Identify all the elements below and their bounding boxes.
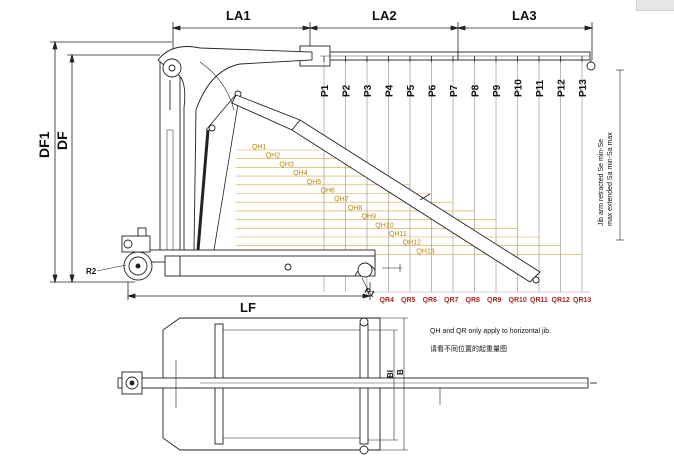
lf-dimension-line (126, 282, 372, 300)
position-label: P12 (557, 79, 568, 97)
position-label: P7 (449, 84, 460, 97)
reach-label: QR6 (423, 297, 438, 304)
position-label: P9 (492, 84, 503, 97)
height-labels: QH1QH2QH3QH4QH5QH6QH7QH8QH9QH10QH11QH12Q… (252, 144, 435, 255)
jib-note-line1: Jib arm retracted Se min-Se (598, 139, 605, 226)
crane-top-view (117, 317, 597, 455)
height-label: QH6 (321, 188, 336, 195)
height-label: QH3 (279, 161, 294, 168)
width-dimension-lines (368, 317, 408, 451)
reach-label: QR5 (401, 297, 416, 304)
height-label: QH9 (362, 214, 377, 221)
height-label: QH8 (348, 205, 363, 212)
b-label: B (396, 369, 405, 375)
r2-label: R2 (86, 267, 97, 276)
height-label: QH2 (266, 153, 281, 160)
height-label: QH4 (293, 170, 308, 177)
height-label: QH10 (375, 222, 393, 229)
jib-range-bracket (616, 69, 624, 241)
position-label: P11 (535, 79, 546, 97)
reach-label: QR9 (487, 297, 502, 304)
position-label: P13 (578, 79, 589, 97)
top-dimension-lines (171, 22, 594, 60)
la1-label: LA1 (226, 8, 251, 23)
left-dimension-lines (50, 40, 172, 284)
height-label: QH5 (307, 179, 322, 186)
radius-callouts (96, 264, 369, 291)
position-label: P6 (428, 84, 439, 97)
height-label: QH7 (334, 196, 349, 203)
position-label: P4 (385, 84, 396, 97)
bi-label: BI (386, 370, 395, 378)
position-label: P5 (406, 84, 417, 97)
position-labels: P1 P2 P3 P4 P5 P6 P7 P8 P9 P10 P11 P12 P13 (320, 79, 589, 97)
lf-label: LF (240, 300, 256, 315)
height-label: QH1 (252, 144, 267, 151)
horizontal-jib-note: QH and QR only apply to horizontal jib. (430, 328, 551, 335)
reach-label: QR12 (552, 297, 570, 304)
position-label: P2 (342, 84, 353, 97)
jib-note-line2: max extended Sa min-Sa max (607, 132, 614, 226)
height-label: QH13 (416, 248, 434, 255)
reach-label: QR8 (466, 297, 481, 304)
crane-side-view (121, 46, 541, 284)
reach-label: QR13 (573, 297, 591, 304)
height-label: QH12 (403, 240, 421, 247)
df-label: DF (54, 131, 70, 150)
la3-label: LA3 (512, 8, 537, 23)
position-label: P3 (363, 84, 374, 97)
chinese-note: 请看不同位置的起重量图 (430, 344, 507, 353)
reach-label: QR4 (380, 297, 395, 304)
corner-tab (636, 0, 674, 11)
height-label: QH11 (389, 231, 407, 238)
reach-label: QR7 (444, 297, 459, 304)
reach-label: QR10 (509, 297, 527, 304)
position-label: P8 (471, 84, 482, 97)
df1-label: DF1 (36, 131, 52, 158)
horizontal-jib (299, 45, 596, 71)
position-label: P1 (320, 84, 331, 97)
la2-label: LA2 (372, 8, 397, 23)
reach-label: QR11 (530, 297, 548, 304)
position-label: P10 (514, 79, 525, 97)
